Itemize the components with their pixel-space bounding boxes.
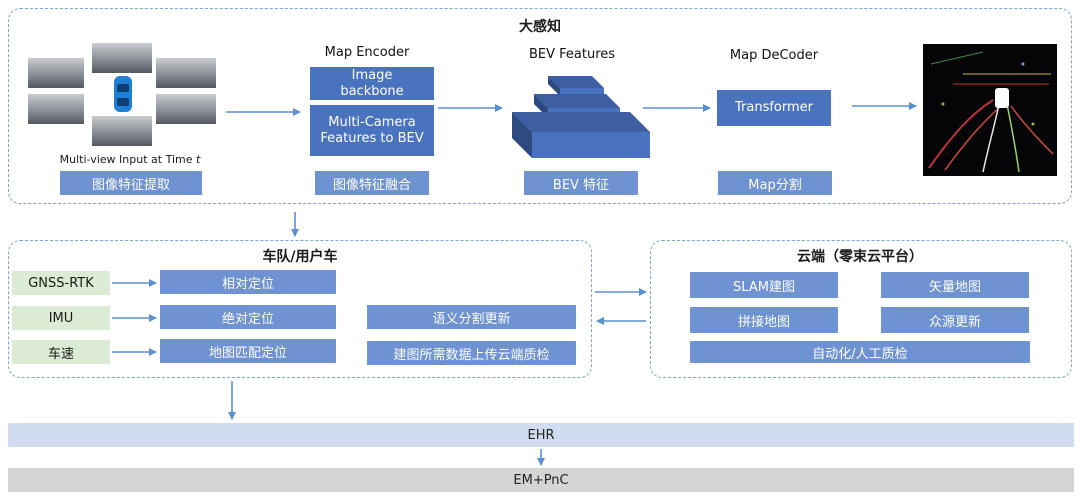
map-matching-localization-box: 地图匹配定位 <box>160 339 336 363</box>
transformer-box: Transformer <box>717 90 831 126</box>
crowdsource-update-box: 众源更新 <box>881 307 1029 333</box>
relative-localization-box: 相对定位 <box>160 270 336 294</box>
stage-label-fusion: 图像特征融合 <box>315 171 429 195</box>
bev-feature-stack <box>506 66 656 164</box>
sensor-speed: 车速 <box>12 340 110 364</box>
vector-map-box: 矢量地图 <box>881 272 1029 298</box>
absolute-localization-box: 绝对定位 <box>160 305 336 329</box>
multi-view-camera-images <box>28 43 216 146</box>
fleet-title: 车队/用户车 <box>262 249 338 265</box>
image-backbone-box: Image backbone <box>310 67 434 100</box>
lidar-map-image <box>928 51 1054 173</box>
empnc-bar: EM+PnC <box>8 468 1074 492</box>
auto-manual-qc-box: 自动化/人工质检 <box>690 341 1030 363</box>
perception-panel <box>8 8 1072 204</box>
decoder-title: Map DeCoder <box>729 48 819 63</box>
cloud-title: 云端（零束云平台） <box>797 249 923 265</box>
cloud-panel <box>650 240 1072 378</box>
stage-label-bev: BEV 特征 <box>524 171 638 195</box>
bev-layers-icon <box>512 76 650 158</box>
perception-title: 大感知 <box>519 19 561 35</box>
input-caption: Multi-view Input at Time t <box>59 153 201 166</box>
stage-label-map-seg: Map分割 <box>718 171 832 195</box>
multi-camera-bev-box: Multi-Camera Features to BEV <box>310 105 434 156</box>
upload-data-qc-box: 建图所需数据上传云端质检 <box>367 341 576 365</box>
slam-mapping-box: SLAM建图 <box>690 272 838 298</box>
ego-car-icon <box>995 88 1009 108</box>
sensor-gnss-rtk: GNSS-RTK <box>12 271 110 295</box>
stitched-map-box: 拼接地图 <box>690 307 838 333</box>
encoder-title: Map Encoder <box>324 45 410 60</box>
car-icon <box>114 76 132 112</box>
multi-view-input <box>26 40 222 148</box>
ehr-bar: EHR <box>8 423 1074 447</box>
semantic-seg-update-box: 语义分割更新 <box>367 305 576 329</box>
bev-title: BEV Features <box>528 47 616 62</box>
fleet-panel <box>8 240 592 378</box>
sensor-imu: IMU <box>12 306 110 330</box>
map-segmentation-output <box>923 44 1057 176</box>
stage-label-extraction: 图像特征提取 <box>60 171 202 195</box>
